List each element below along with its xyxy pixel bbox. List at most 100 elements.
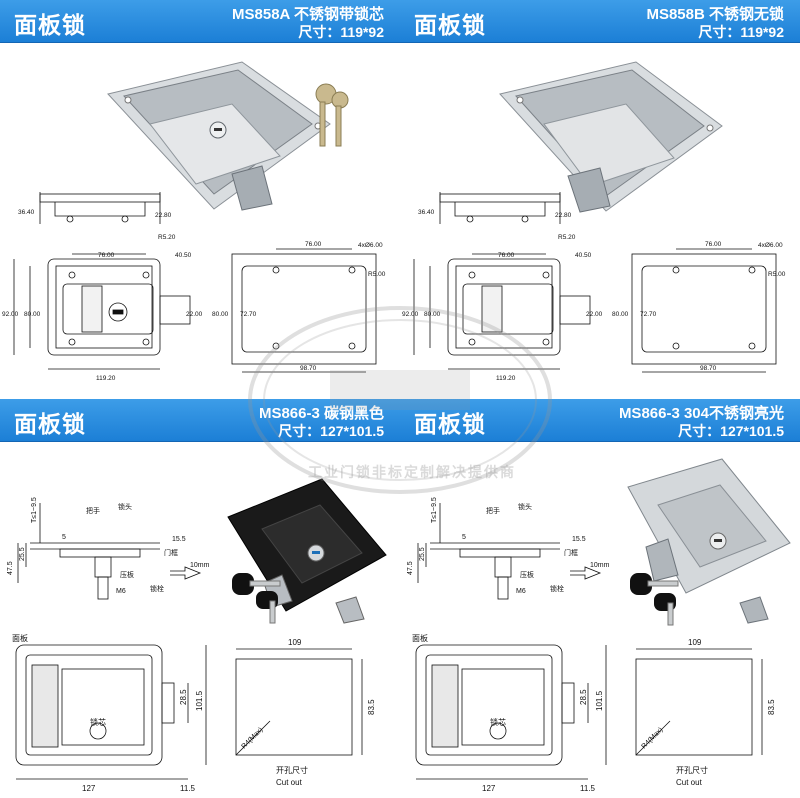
label-pressure-plate: 压板 — [520, 570, 534, 579]
dim-side-height: 36.40 — [18, 209, 35, 216]
product-size: 尺寸：119*92 — [298, 24, 384, 40]
dim-height: 92.00 — [402, 311, 419, 318]
cutout-view — [631, 248, 777, 373]
product-name: 面板锁 — [414, 411, 486, 437]
label-panel: 面板 — [412, 633, 428, 643]
dim-side-width: 22.80 — [555, 212, 572, 219]
dim-top: 76.00 — [498, 252, 515, 259]
front-view — [413, 253, 591, 370]
dim-cut-inner-height: 72.70 — [240, 311, 257, 318]
dim-10mm: 10mm — [590, 562, 610, 569]
dim-47-5: 47.5 — [407, 561, 414, 575]
dim-cut-width: 98.70 — [300, 365, 317, 372]
dim-thickness: T≤1~9.5 — [31, 497, 38, 523]
dim-101-5: 101.5 — [195, 690, 204, 711]
label-cutout-cn: 开孔尺寸 — [676, 765, 708, 775]
dim-r4-max: R4(Max) — [640, 726, 664, 750]
label-door-frame: 门框 — [564, 548, 578, 557]
dim-11-5: 11.5 — [180, 784, 196, 793]
side-view — [439, 192, 561, 224]
dim-83-5: 83.5 — [367, 699, 376, 715]
panel-header: 面板锁 MS866-3 304不锈钢亮光 尺寸：127*101.5 — [400, 399, 800, 442]
product-panel-ms866-3-black: 面板锁 MS866-3 碳钢黑色 尺寸：127*101.5 T≤1~9.5 把手… — [0, 399, 400, 798]
dim-r4-max: R4(Max) — [240, 726, 264, 750]
dim-10mm: 10mm — [190, 562, 210, 569]
panel-header: 面板锁 MS858A 不锈钢带锁芯 尺寸：119*92 — [0, 0, 400, 43]
dim-width: 119.20 — [496, 375, 516, 382]
product-name: 面板锁 — [14, 411, 86, 437]
label-lockhead: 锁头 — [118, 502, 132, 511]
dim-cut-holes: 4xØ6.00 — [358, 242, 383, 249]
label-lockhead: 锁头 — [518, 502, 532, 511]
dim-latch: 22.00 — [186, 311, 203, 318]
product-model: MS858A 不锈钢带锁芯 — [232, 6, 384, 23]
dim-28-5: 28.5 — [179, 689, 188, 705]
product-model: MS866-3 304不锈钢亮光 — [618, 405, 784, 422]
dim-cut-height: 80.00 — [612, 311, 629, 318]
dim-top2: 40.50 — [575, 252, 592, 259]
label-bolt: 锁栓 — [150, 584, 164, 593]
cutout-view — [235, 648, 363, 756]
dim-101-5: 101.5 — [595, 690, 604, 711]
dim-width: 119.20 — [96, 375, 116, 382]
cutout-view — [231, 248, 377, 373]
dim-83-5: 83.5 — [767, 699, 776, 715]
dim-m6: M6 — [116, 588, 126, 595]
product-photo — [107, 61, 331, 211]
label-cutout-cn: 开孔尺寸 — [276, 765, 308, 775]
dim-25-5: 25.5 — [19, 547, 26, 561]
technical-drawing: 36.40 22.80 76.00 R5.20 40.50 92.00 80.0… — [2, 61, 386, 382]
label-core: 锁芯 — [490, 717, 506, 727]
dim-latch: 22.00 — [586, 311, 603, 318]
section-view — [417, 503, 602, 600]
dim-m6: M6 — [516, 588, 526, 595]
dim-109: 109 — [688, 638, 702, 647]
dim-top: 76.00 — [98, 252, 115, 259]
dim-height: 92.00 — [2, 311, 19, 318]
product-panel-ms858a: 面板锁 MS858A 不锈钢带锁芯 尺寸：119*92 3 — [0, 0, 400, 399]
product-size: 尺寸：127*101.5 — [278, 423, 384, 439]
section-view — [17, 503, 202, 600]
dim-inner-height: 80.00 — [424, 311, 441, 318]
product-model: MS866-3 碳钢黑色 — [258, 405, 384, 422]
front-view — [415, 644, 607, 780]
label-handle: 把手 — [86, 506, 100, 515]
label-cutout-en: Cut out — [276, 778, 303, 787]
label-core: 锁芯 — [90, 717, 106, 727]
label-bolt: 锁栓 — [550, 584, 564, 593]
dim-cut-inner-height: 72.70 — [640, 311, 657, 318]
technical-drawing: 36.40 22.80 76.00 R5.20 40.50 92.00 80.0… — [402, 61, 786, 382]
cutout-view — [635, 648, 763, 756]
dim-11-5: 11.5 — [580, 784, 596, 793]
front-view — [15, 644, 207, 780]
dim-inner-height: 80.00 — [24, 311, 41, 318]
product-size: 尺寸：127*101.5 — [678, 423, 784, 439]
label-cutout-en: Cut out — [676, 778, 703, 787]
dim-109: 109 — [288, 638, 302, 647]
dim-five: 5 — [462, 534, 466, 541]
technical-drawing: T≤1~9.5 把手 锁头 5 15.5 47.5 25.5 压板 门框 M6 … — [7, 478, 387, 793]
front-view — [13, 253, 191, 370]
dim-radius: R5.20 — [158, 234, 176, 241]
label-panel: 面板 — [12, 633, 28, 643]
dim-five: 5 — [62, 534, 66, 541]
product-name: 面板锁 — [14, 12, 86, 38]
label-door-frame: 门框 — [164, 548, 178, 557]
dim-cut-radius: R5.00 — [368, 271, 386, 278]
technical-drawing: T≤1~9.5 把手 锁头 5 15.5 47.5 25.5 压板 门框 M6 … — [407, 458, 791, 793]
product-panel-ms858b: 面板锁 MS858B 不锈钢无锁 尺寸：119*92 36.40 22.80 — [400, 0, 800, 399]
dim-47-5: 47.5 — [7, 561, 14, 575]
dim-cut-width: 98.70 — [700, 365, 717, 372]
dim-cut-holes: 4xØ6.00 — [758, 242, 783, 249]
product-name: 面板锁 — [414, 12, 486, 38]
product-photo — [227, 478, 387, 624]
dim-127: 127 — [482, 784, 496, 793]
dim-cut-height: 80.00 — [212, 311, 229, 318]
dim-side-height: 36.40 — [418, 209, 435, 216]
dim-radius: R5.20 — [558, 234, 576, 241]
product-panel-ms866-3-stainless: 面板锁 MS866-3 304不锈钢亮光 尺寸：127*101.5 T≤1~9.… — [400, 399, 800, 798]
key-icon — [232, 573, 281, 624]
dim-cut-top: 76.00 — [705, 241, 722, 248]
dim-15-5: 15.5 — [572, 536, 586, 543]
label-handle: 把手 — [486, 506, 500, 515]
